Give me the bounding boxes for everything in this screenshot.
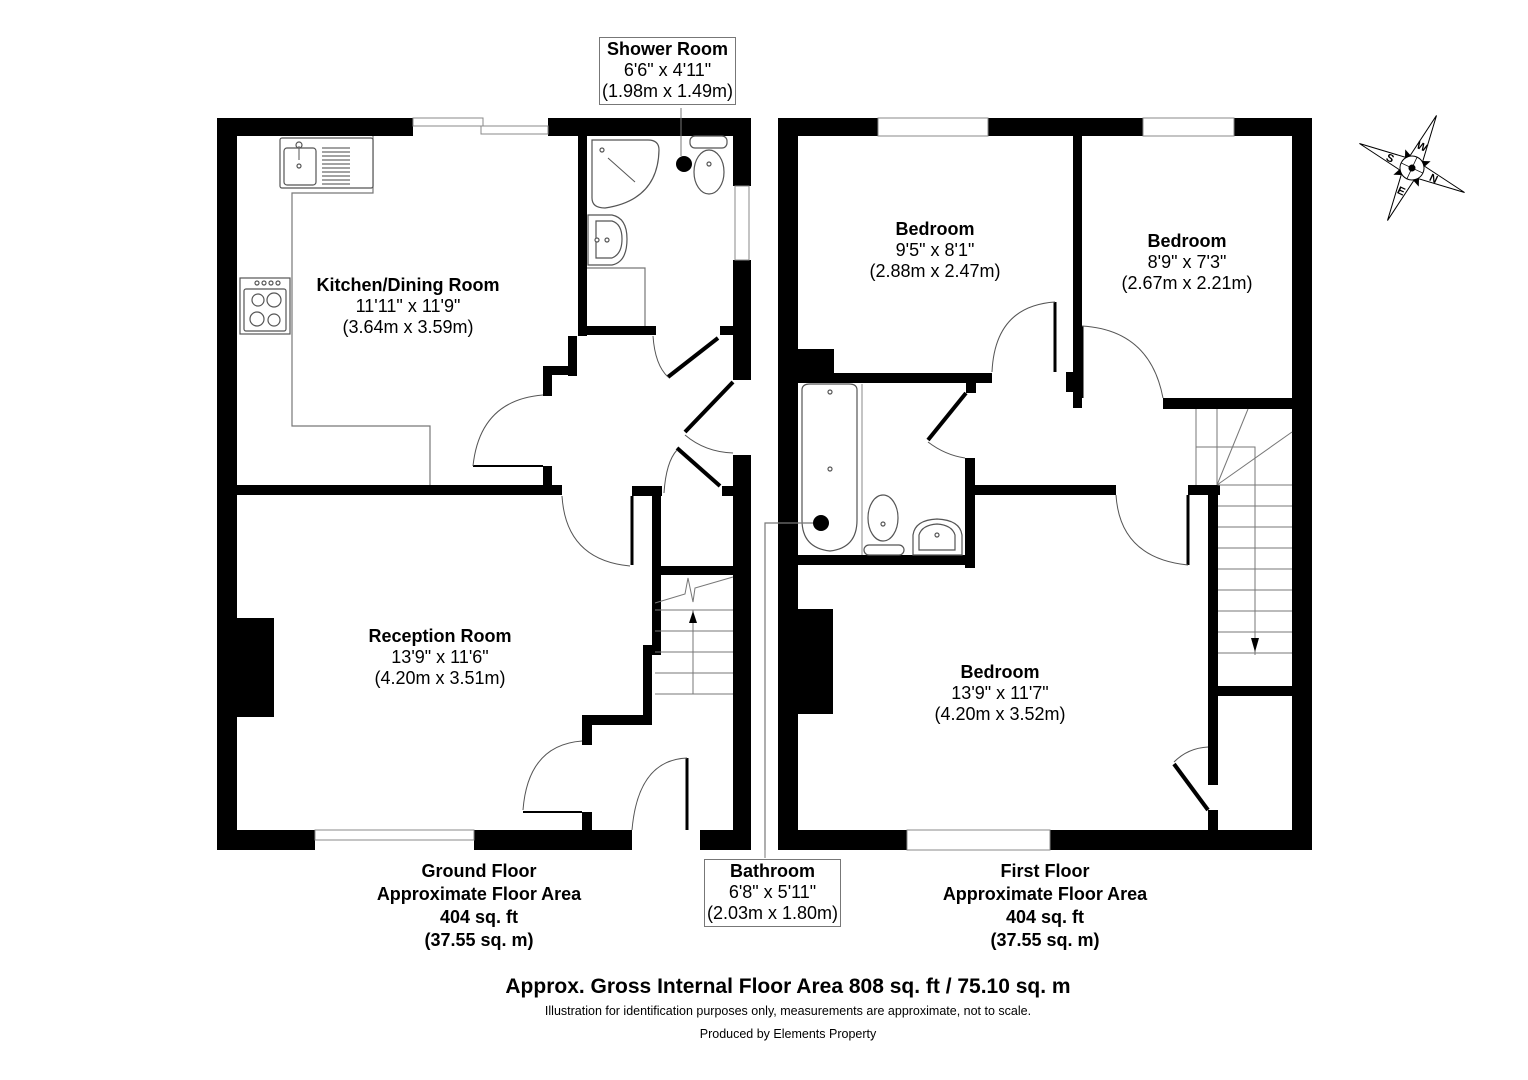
window [877,117,989,137]
sink-icon [279,137,374,189]
window [480,125,549,135]
floor-area-caption: Approximate Floor Area [376,883,582,904]
bath-icon [801,383,863,555]
door [1115,494,1190,566]
basin-icon [912,518,963,556]
shower-tray-icon [591,139,660,209]
room-label-shower-room: Shower Room 6'6" x 4'11" (1.98m x 1.49m) [599,37,737,105]
stairs-up-arrow-icon [689,611,697,623]
soil-pipe-icon [813,515,829,531]
hob-icon [239,277,291,335]
room-dimensions-metric: (1.98m x 1.49m) [602,81,734,102]
floor-name: First Floor [1000,861,1090,881]
door [991,301,1057,373]
toilet-icon [689,135,728,195]
room-label-bedroom-main: Bedroom 13'9" x 11'7" (4.20m x 3.52m) [915,662,1085,726]
door [472,394,544,467]
floor-area-caption: Approximate Floor Area [942,883,1148,904]
room-name: Reception Room [368,626,512,646]
disclaimer: Illustration for identification purposes… [544,1004,1032,1018]
door [561,495,634,567]
window [1142,117,1235,137]
window [412,117,484,127]
room-dimensions-imperial: 6'8" x 5'11" [728,882,817,903]
room-label-bathroom: Bathroom 6'8" x 5'11" (2.03m x 1.80m) [704,859,842,927]
room-label-bedroom-1: Bedroom 9'5" x 8'1" (2.88m x 2.47m) [850,219,1020,283]
staircase [1195,408,1293,655]
ground-floor-summary: Ground Floor Approximate Floor Area 404 … [354,860,604,951]
room-dimensions-metric: (4.20m x 3.51m) [374,668,506,689]
window [314,829,475,841]
door [683,380,735,454]
floor-area-sqft: 404 sq. ft [439,906,519,927]
compass-south-label: S [1384,152,1396,166]
compass-rose-icon: W E N S [1359,115,1465,221]
door [663,446,722,494]
chimney-breast-icon [237,618,274,717]
floor-area-sqm: (37.55 sq. m) [990,929,1100,950]
room-dimensions-imperial: 9'5" x 8'1" [895,240,975,261]
room-name: Bedroom [895,219,975,239]
ground-floor-plan [217,110,751,850]
first-floor-plan [764,117,1312,851]
room-label-kitchen-dining: Kitchen/Dining Room 11'11" x 11'9" (3.64… [298,275,518,339]
room-dimensions-metric: (3.64m x 3.59m) [342,317,474,338]
room-dimensions-metric: (2.67m x 2.21m) [1121,273,1253,294]
room-name: Bedroom [1147,231,1227,251]
room-label-bedroom-2: Bedroom 8'9" x 7'3" (2.67m x 2.21m) [1102,231,1272,295]
floor-area-sqm: (37.55 sq. m) [424,929,534,950]
gross-internal-area: Approx. Gross Internal Floor Area 808 sq… [505,975,1071,998]
door [926,391,968,459]
soil-pipe-icon [676,156,692,172]
room-dimensions-metric: (2.88m x 2.47m) [869,261,1001,282]
floor-name: Ground Floor [421,861,537,881]
first-floor-summary: First Floor Approximate Floor Area 404 s… [920,860,1170,951]
room-dimensions-imperial: 8'9" x 7'3" [1147,252,1227,273]
room-dimensions-metric: (4.20m x 3.52m) [934,704,1066,725]
room-dimensions-imperial: 13'9" x 11'6" [391,647,489,668]
room-name: Bedroom [960,662,1040,682]
compass-east-label: E [1395,185,1407,199]
door [652,335,720,379]
room-dimensions-imperial: 13'9" x 11'7" [951,683,1049,704]
window [906,829,1051,851]
door [522,740,583,813]
room-dimensions-imperial: 11'11" x 11'9" [355,296,461,317]
room-label-reception: Reception Room 13'9" x 11'6" (4.20m x 3.… [340,626,540,690]
toilet-icon [863,494,905,556]
room-name: Shower Room [607,39,729,59]
chimney-breast-icon [798,609,833,714]
floor-area-sqft: 404 sq. ft [1005,906,1085,927]
door [1080,325,1164,399]
window [734,185,750,261]
basin-icon [587,214,628,266]
stairs-down-arrow-icon [1251,638,1259,652]
door [1172,746,1210,812]
room-name: Bathroom [730,861,816,881]
room-dimensions-imperial: 6'6" x 4'11" [623,60,712,81]
room-dimensions-metric: (2.03m x 1.80m) [707,903,839,924]
front-door [631,757,689,831]
staircase [654,576,734,695]
producer-credit: Produced by Elements Property [699,1027,877,1041]
room-name: Kitchen/Dining Room [316,275,500,295]
